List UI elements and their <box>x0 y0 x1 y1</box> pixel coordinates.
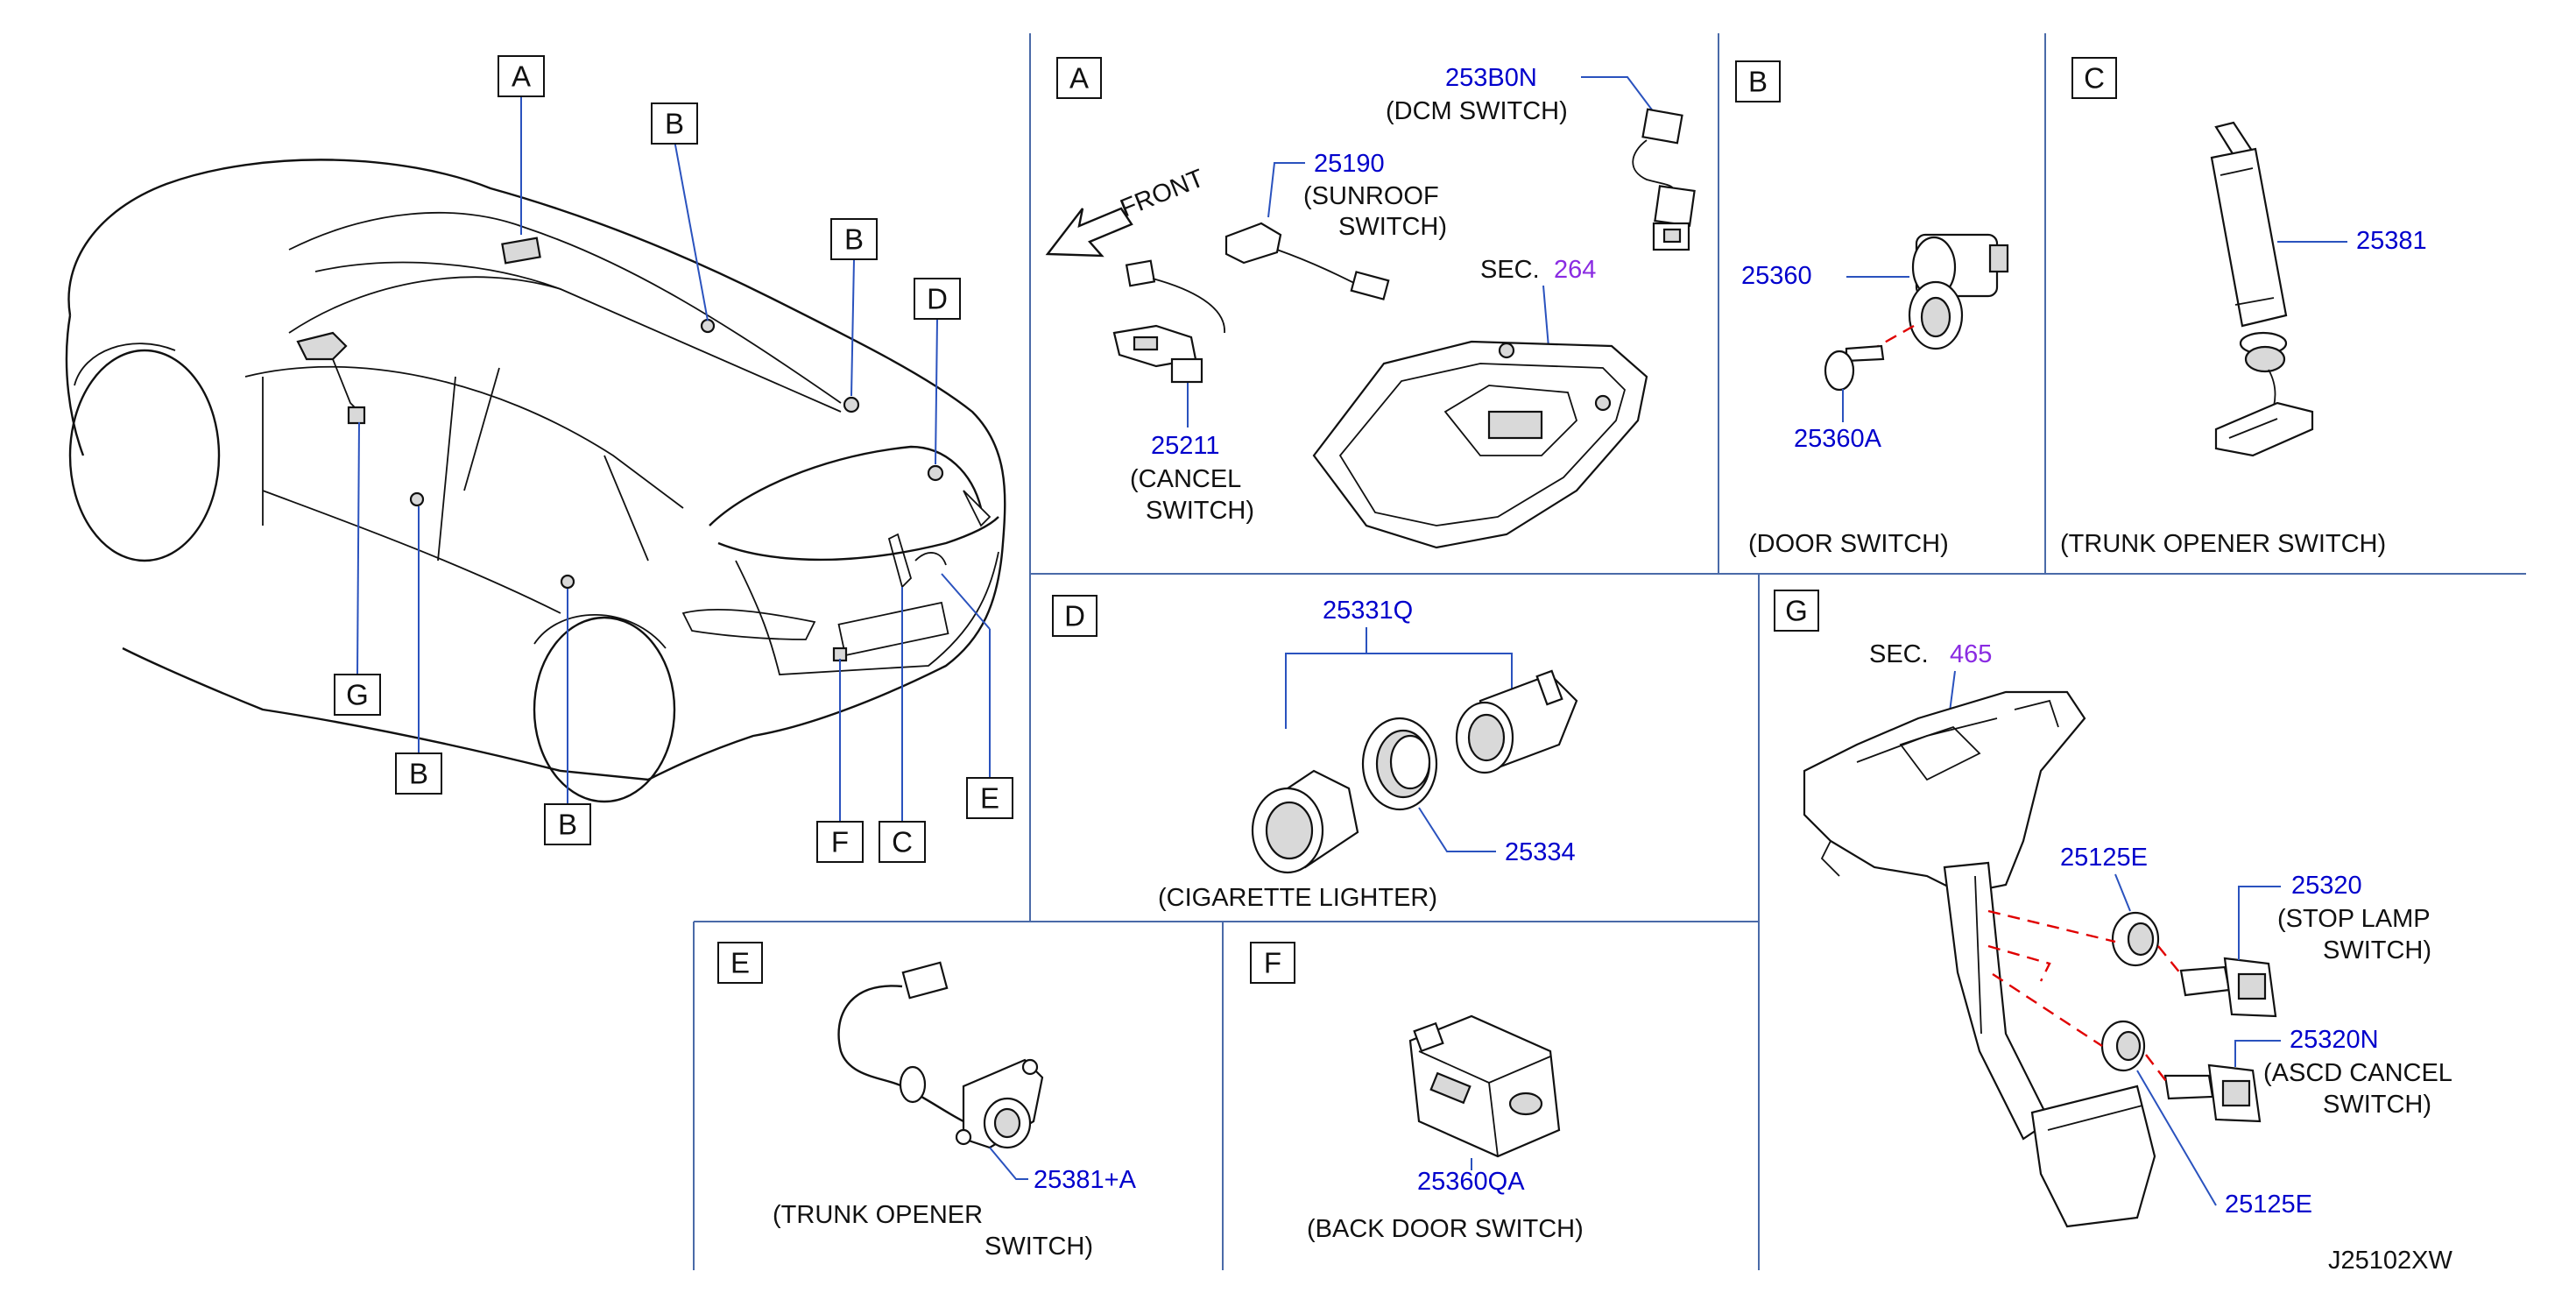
svg-text:A: A <box>1069 62 1089 95</box>
panel-dividers <box>693 33 2526 1270</box>
dcm-part-number: 253B0N <box>1445 64 1537 92</box>
vehicle-leaders <box>356 95 991 830</box>
svg-text:A: A <box>512 60 531 93</box>
pedal-bracket-part <box>1803 690 2086 895</box>
svg-text:E: E <box>980 782 999 815</box>
door-switch-part-number: 25360 <box>1741 262 1812 290</box>
lighter-plug-part <box>1251 769 1359 874</box>
svg-text:C: C <box>2084 62 2105 95</box>
sunroof-switch-part <box>1224 222 1390 300</box>
car-callout-b-roof: B <box>651 102 698 145</box>
door-switch-name: (DOOR SWITCH) <box>1748 530 1949 558</box>
clip-top-part-number: 25125E <box>2060 844 2148 872</box>
dcm-switch-part <box>1632 108 1696 251</box>
cancel-part-number: 25211 <box>1151 432 1220 460</box>
sec-label-a: SEC. <box>1480 256 1540 284</box>
lighter-name: (CIGARETTE LIGHTER) <box>1158 884 1437 912</box>
diagram-code: J25102XW <box>2328 1247 2452 1275</box>
car-callout-g: G <box>334 674 381 716</box>
panel-g: G SEC. 465 25125E <box>1774 590 2452 1228</box>
ascd-switch-part <box>2163 1063 2262 1123</box>
clip-top-part <box>2111 911 2160 967</box>
door-switch-part <box>1908 233 2009 350</box>
cancel-switch-part <box>1112 259 1225 384</box>
panel-c: C 25381 (TRUNK OPENER SWITCH) <box>2060 57 2427 558</box>
lighter-socket-part <box>1455 669 1578 774</box>
car-callout-d: D <box>914 278 961 320</box>
svg-text:G: G <box>346 679 369 711</box>
install-centerlines <box>1987 909 2182 1085</box>
dcm-name: (DCM SWITCH) <box>1386 97 1568 125</box>
sunroof-name-line2: SWITCH) <box>1338 213 1447 241</box>
trunk-opener-name: (TRUNK OPENER SWITCH) <box>2060 530 2386 558</box>
svg-text:B: B <box>1748 66 1768 98</box>
door-switch-screw-part <box>1824 344 1885 392</box>
trunk-opener-part-number: 25381 <box>2356 227 2427 255</box>
svg-text:B: B <box>665 108 684 140</box>
back-door-switch-name: (BACK DOOR SWITCH) <box>1307 1215 1584 1243</box>
front-label: FRONT <box>1117 164 1209 223</box>
ascd-name-line1: (ASCD CANCEL <box>2263 1059 2452 1087</box>
lighter-ring-part-number: 25334 <box>1505 838 1576 866</box>
vehicle-overview <box>65 159 1006 803</box>
svg-text:G: G <box>1785 595 1808 627</box>
stop-lamp-part-number: 25320 <box>2291 872 2362 900</box>
trunk-opener-e-name-line2: SWITCH) <box>985 1233 1093 1261</box>
panel-d: D 25331Q 25334 (CIGARETTE LIGHTER) <box>1052 595 1578 912</box>
trunk-opener-e-name-line1: (TRUNK OPENER <box>773 1201 983 1229</box>
svg-text:D: D <box>927 283 948 315</box>
car-callout-e: E <box>966 777 1013 819</box>
lighter-ring-part <box>1361 717 1438 811</box>
trunk-opener-switch-part <box>2210 121 2314 457</box>
trunk-opener-e-part <box>837 961 1044 1149</box>
lighter-set-part-number: 25331Q <box>1323 597 1413 625</box>
sunroof-part-number: 25190 <box>1314 150 1385 178</box>
sec-label-g: SEC. <box>1869 640 1929 668</box>
car-callout-b-rear: B <box>830 218 878 260</box>
overhead-console-part <box>1312 340 1648 549</box>
ascd-name-line2: SWITCH) <box>2323 1091 2431 1119</box>
svg-text:C: C <box>892 826 913 858</box>
stop-lamp-name-line2: SWITCH) <box>2323 936 2431 964</box>
svg-text:B: B <box>844 223 864 256</box>
back-door-switch-part <box>1408 1014 1561 1158</box>
car-callout-b-side: B <box>395 752 442 795</box>
brake-pedal-part <box>1943 861 2156 1228</box>
svg-text:D: D <box>1064 600 1085 632</box>
cancel-name-line1: (CANCEL <box>1130 465 1241 493</box>
ascd-part-number: 25320N <box>2290 1026 2379 1054</box>
panel-a: A FRONT 253B0N (DCM SWITCH) 25190 (SUNRO… <box>1045 57 1696 549</box>
car-callout-f: F <box>816 821 864 863</box>
trunk-opener-e-part-number: 25381+A <box>1034 1166 1137 1194</box>
svg-text:B: B <box>409 758 428 790</box>
clip-bottom-part-number: 25125E <box>2225 1190 2312 1219</box>
car-callout-a: A <box>498 55 545 97</box>
sec-number-g: 465 <box>1950 640 1992 668</box>
svg-text:F: F <box>831 826 849 858</box>
panel-f: F 25360QA (BACK DOOR SWITCH) <box>1250 942 1584 1243</box>
clip-bottom-part <box>2100 1020 2146 1072</box>
svg-text:E: E <box>730 947 750 979</box>
panel-e: E 25381+A (TRUNK OPENER SWITCH) <box>717 942 1137 1261</box>
stop-lamp-name-line1: (STOP LAMP <box>2277 905 2431 933</box>
svg-text:B: B <box>558 809 577 841</box>
car-callout-c: C <box>879 821 926 863</box>
cancel-name-line2: SWITCH) <box>1146 497 1254 525</box>
door-screw-part-number: 25360A <box>1794 425 1882 453</box>
sunroof-name-line1: (SUNROOF <box>1303 182 1439 210</box>
sec-number-a: 264 <box>1554 256 1596 284</box>
panel-b: B 25360 25360A (DOOR SWITCH) <box>1735 60 2009 558</box>
car-callout-b-lower: B <box>544 803 591 845</box>
front-arrow-icon <box>1045 207 1133 258</box>
back-door-switch-part-number: 25360QA <box>1417 1168 1525 1196</box>
stop-lamp-switch-part <box>2179 957 2277 1018</box>
svg-text:F: F <box>1264 947 1281 979</box>
